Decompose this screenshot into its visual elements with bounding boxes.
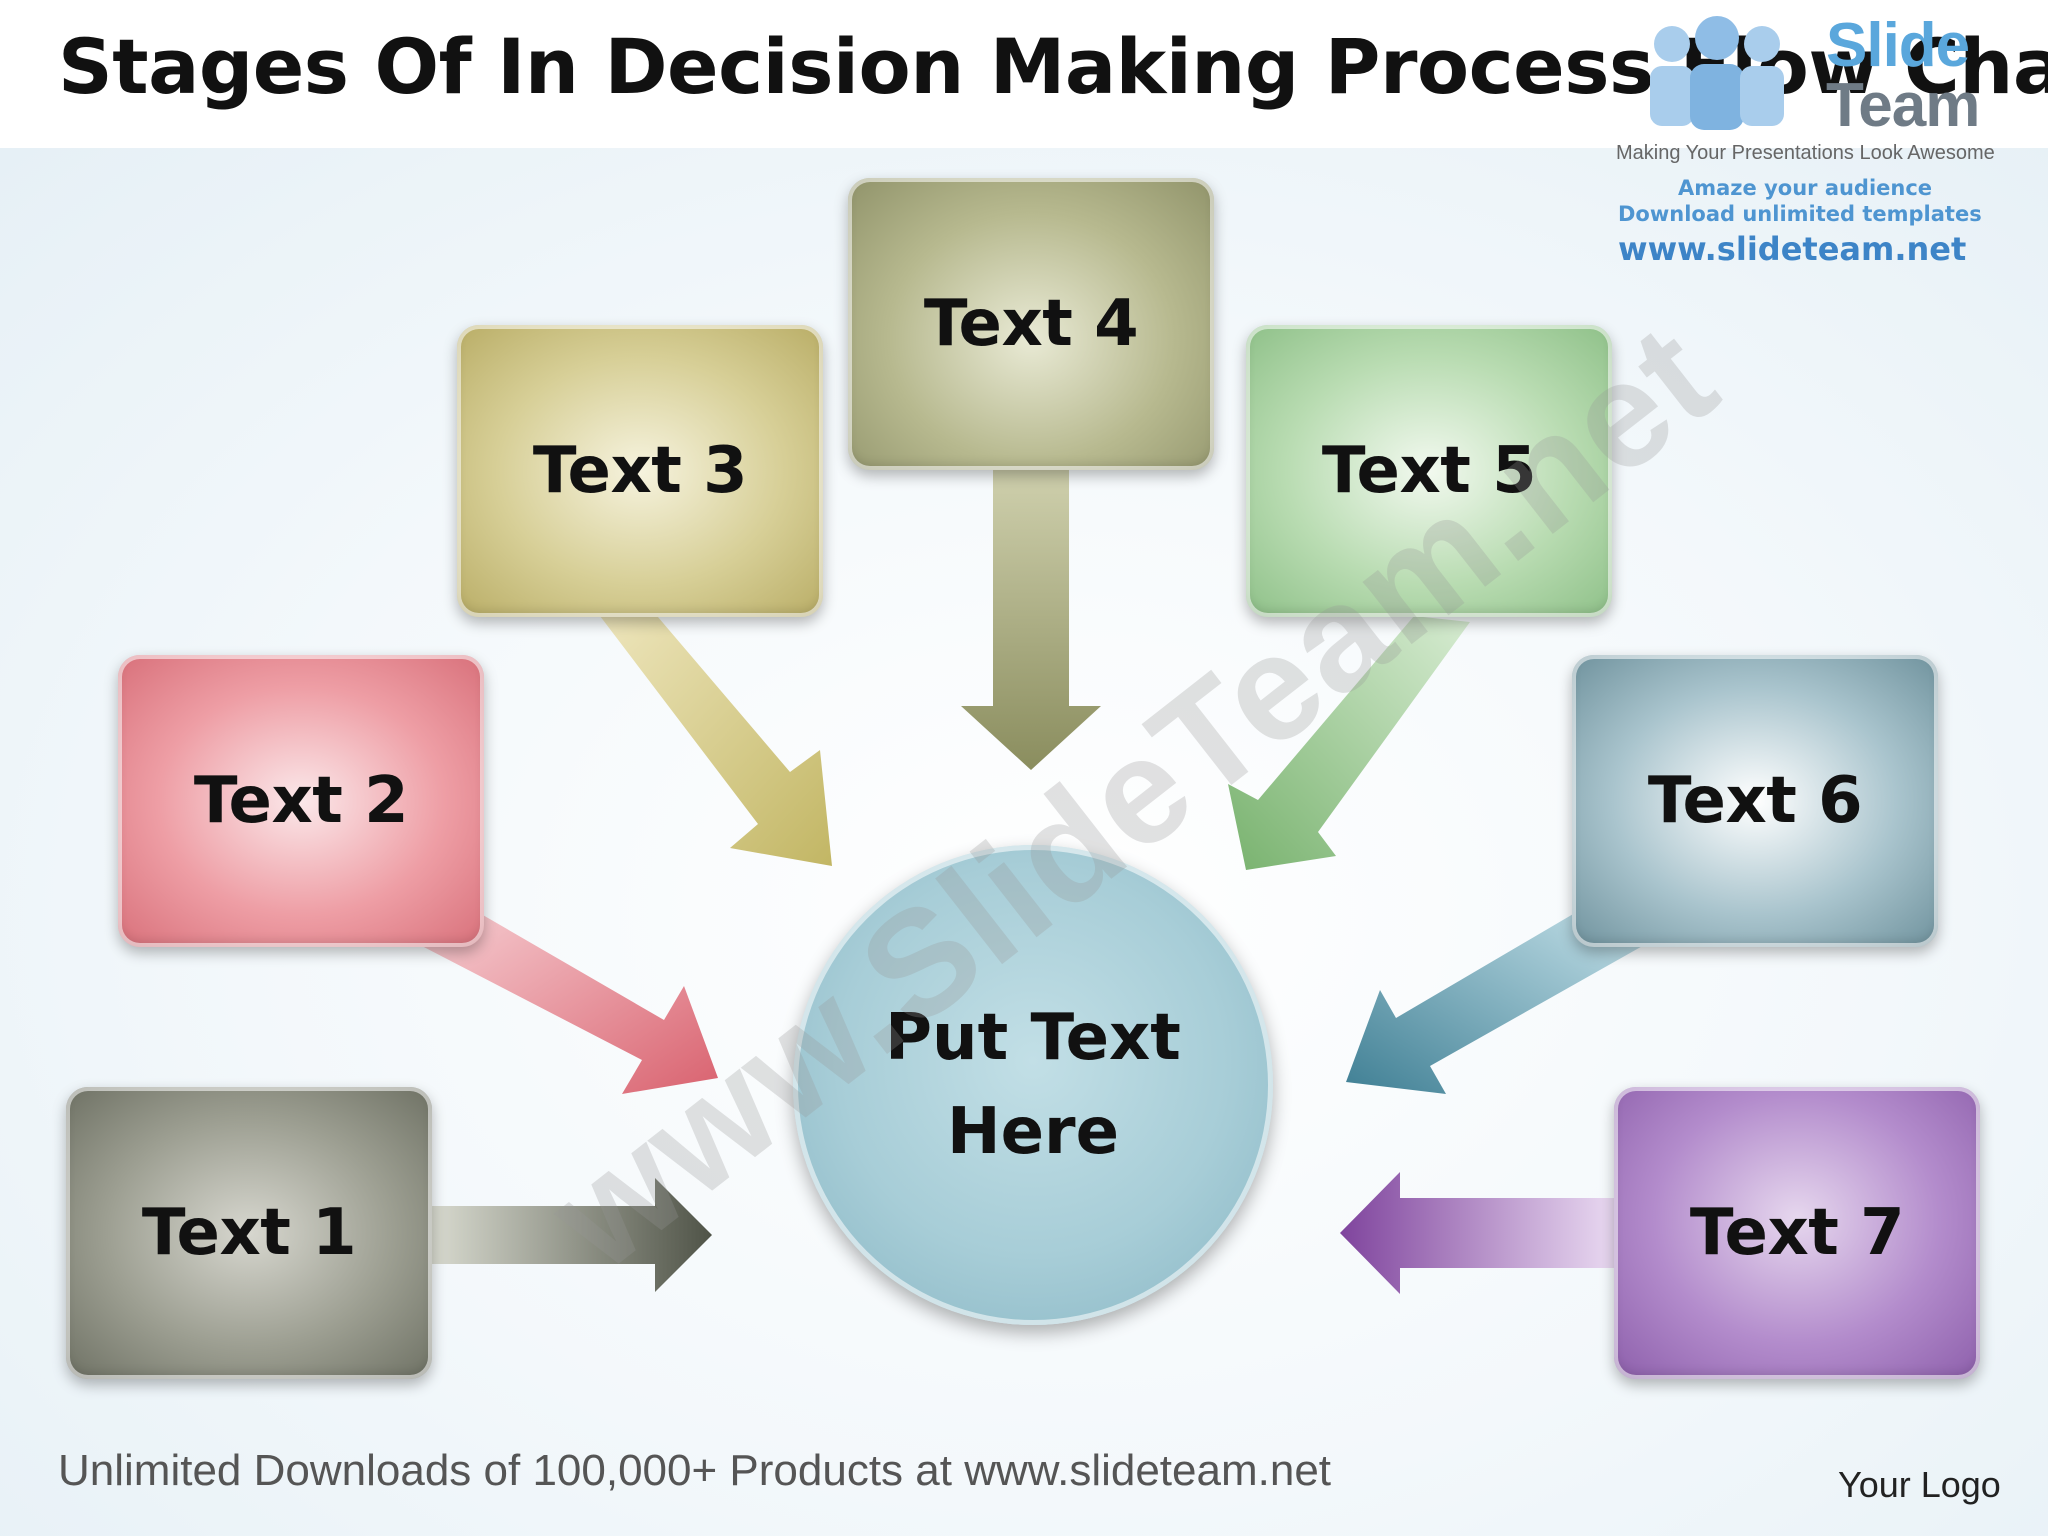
center-label-line2: Here xyxy=(947,1095,1119,1169)
logo-placeholder: Your Logo xyxy=(1838,1464,2001,1505)
stage-label: Text 3 xyxy=(532,434,748,508)
arrow-7 xyxy=(1340,1172,1614,1294)
arrow-5 xyxy=(1228,616,1470,870)
brand-url-link[interactable]: www.slideteam.net xyxy=(1618,230,1967,268)
stage-box-5[interactable]: Text 5 xyxy=(1246,325,1612,617)
stage-label: Text 7 xyxy=(1689,1196,1905,1270)
center-label: Put Text Here xyxy=(863,991,1203,1179)
stage-box-3[interactable]: Text 3 xyxy=(457,325,823,617)
brand-tagline: Making Your Presentations Look Awesome xyxy=(1616,142,1995,164)
arrow-4 xyxy=(961,470,1101,770)
stage-box-2[interactable]: Text 2 xyxy=(118,655,484,947)
stage-label: Text 1 xyxy=(141,1196,357,1270)
brand-word-team: Team xyxy=(1826,71,1980,140)
stage-box-4[interactable]: Text 4 xyxy=(848,178,1214,470)
stage-box-7[interactable]: Text 7 xyxy=(1614,1087,1980,1379)
stage-label: Text 4 xyxy=(923,287,1139,361)
footer-text: Unlimited Downloads of 100,000+ Products… xyxy=(58,1446,1332,1495)
people-group-icon xyxy=(1650,16,1784,130)
arrow-6 xyxy=(1346,910,1646,1094)
center-label-line1: Put Text xyxy=(885,1001,1181,1075)
brand-logo[interactable]: Slide Team Making Your Presentations Loo… xyxy=(1612,8,2022,268)
center-circle[interactable]: Put Text Here xyxy=(793,845,1273,1325)
brand-line-2: Download unlimited templates xyxy=(1618,202,1982,226)
stage-box-6[interactable]: Text 6 xyxy=(1572,655,1938,947)
arrow-3 xyxy=(600,610,832,866)
arrow-2 xyxy=(418,896,718,1094)
stage-label: Text 2 xyxy=(193,764,409,838)
brand-line-1: Amaze your audience xyxy=(1678,176,1933,200)
brand-word-slide: Slide xyxy=(1826,11,1970,80)
stage-box-1[interactable]: Text 1 xyxy=(66,1087,432,1379)
arrow-1 xyxy=(430,1178,712,1292)
stage-label: Text 5 xyxy=(1321,434,1537,508)
stage-label: Text 6 xyxy=(1647,764,1863,838)
